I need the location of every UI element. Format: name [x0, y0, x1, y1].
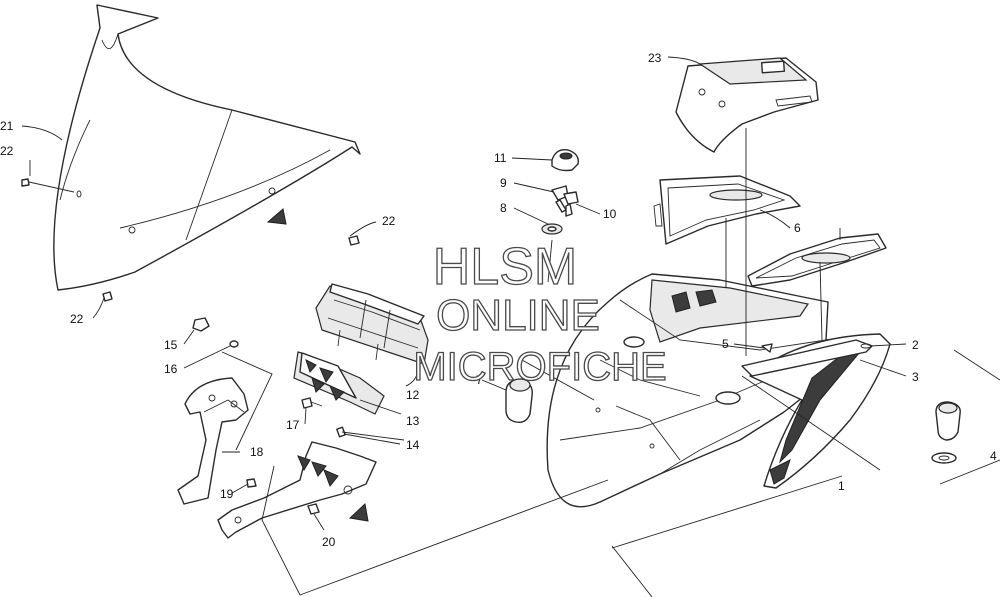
callout-14: 14	[406, 438, 420, 452]
callout-22-left: 22	[0, 144, 14, 158]
callout-15: 15	[164, 338, 178, 352]
key-cap	[551, 149, 579, 172]
mount-nut	[192, 317, 210, 332]
callout-8: 8	[500, 201, 507, 215]
hood-trim	[741, 339, 873, 377]
bracket-screw	[246, 478, 257, 488]
callout-1: 1	[838, 479, 845, 493]
watermark-line-2: ONLINE	[436, 291, 600, 340]
gauge-screw	[336, 426, 346, 438]
callout-20: 20	[322, 535, 336, 549]
callout-12: 12	[406, 388, 420, 402]
callout-16: 16	[164, 362, 178, 376]
callout-13: 13	[406, 414, 420, 428]
speedometer-gauge	[315, 283, 429, 365]
callout-9: 9	[500, 176, 507, 190]
callout-11: 11	[494, 151, 507, 165]
gauge-bracket	[293, 351, 385, 415]
callout-4: 4	[990, 449, 997, 463]
lower-mount-bracket	[217, 441, 377, 539]
hood-assembly	[546, 273, 891, 508]
callout-5: 5	[722, 337, 729, 351]
callout-17: 17	[286, 418, 300, 432]
accessory-plug	[931, 401, 961, 464]
hood-screw	[761, 343, 773, 353]
windshield-screw	[21, 178, 75, 193]
hood-vent-lower	[747, 233, 887, 287]
mount-washer	[229, 340, 239, 348]
ignition-key	[551, 185, 579, 217]
headlight-housing	[675, 57, 819, 153]
bracket-nut	[307, 503, 320, 515]
upper-mount-bracket	[177, 377, 249, 505]
windshield	[53, 4, 361, 291]
key-switch	[505, 378, 533, 424]
callout-10: 10	[603, 207, 617, 221]
front-direction-arrow-icon	[348, 503, 369, 522]
callout-2: 2	[912, 338, 919, 352]
mount-bolt	[301, 397, 323, 409]
callout-21: 21	[0, 119, 14, 133]
callout-6: 6	[794, 221, 801, 235]
callout-19: 19	[220, 487, 234, 501]
callout-22-bottom: 22	[70, 312, 84, 326]
callout-23: 23	[648, 51, 662, 65]
key-switch-nut	[541, 223, 563, 235]
front-direction-arrow-icon	[266, 208, 287, 225]
watermark-line-3: MICROFICHE	[413, 345, 666, 389]
watermark-line-1: HLSM	[433, 238, 577, 296]
callout-22-right: 22	[382, 214, 396, 228]
callout-7: 7	[476, 373, 483, 387]
callout-18: 18	[250, 445, 264, 459]
hood-vent-upper	[653, 175, 801, 245]
callout-3: 3	[912, 370, 919, 384]
windshield-well-nut	[102, 235, 360, 302]
